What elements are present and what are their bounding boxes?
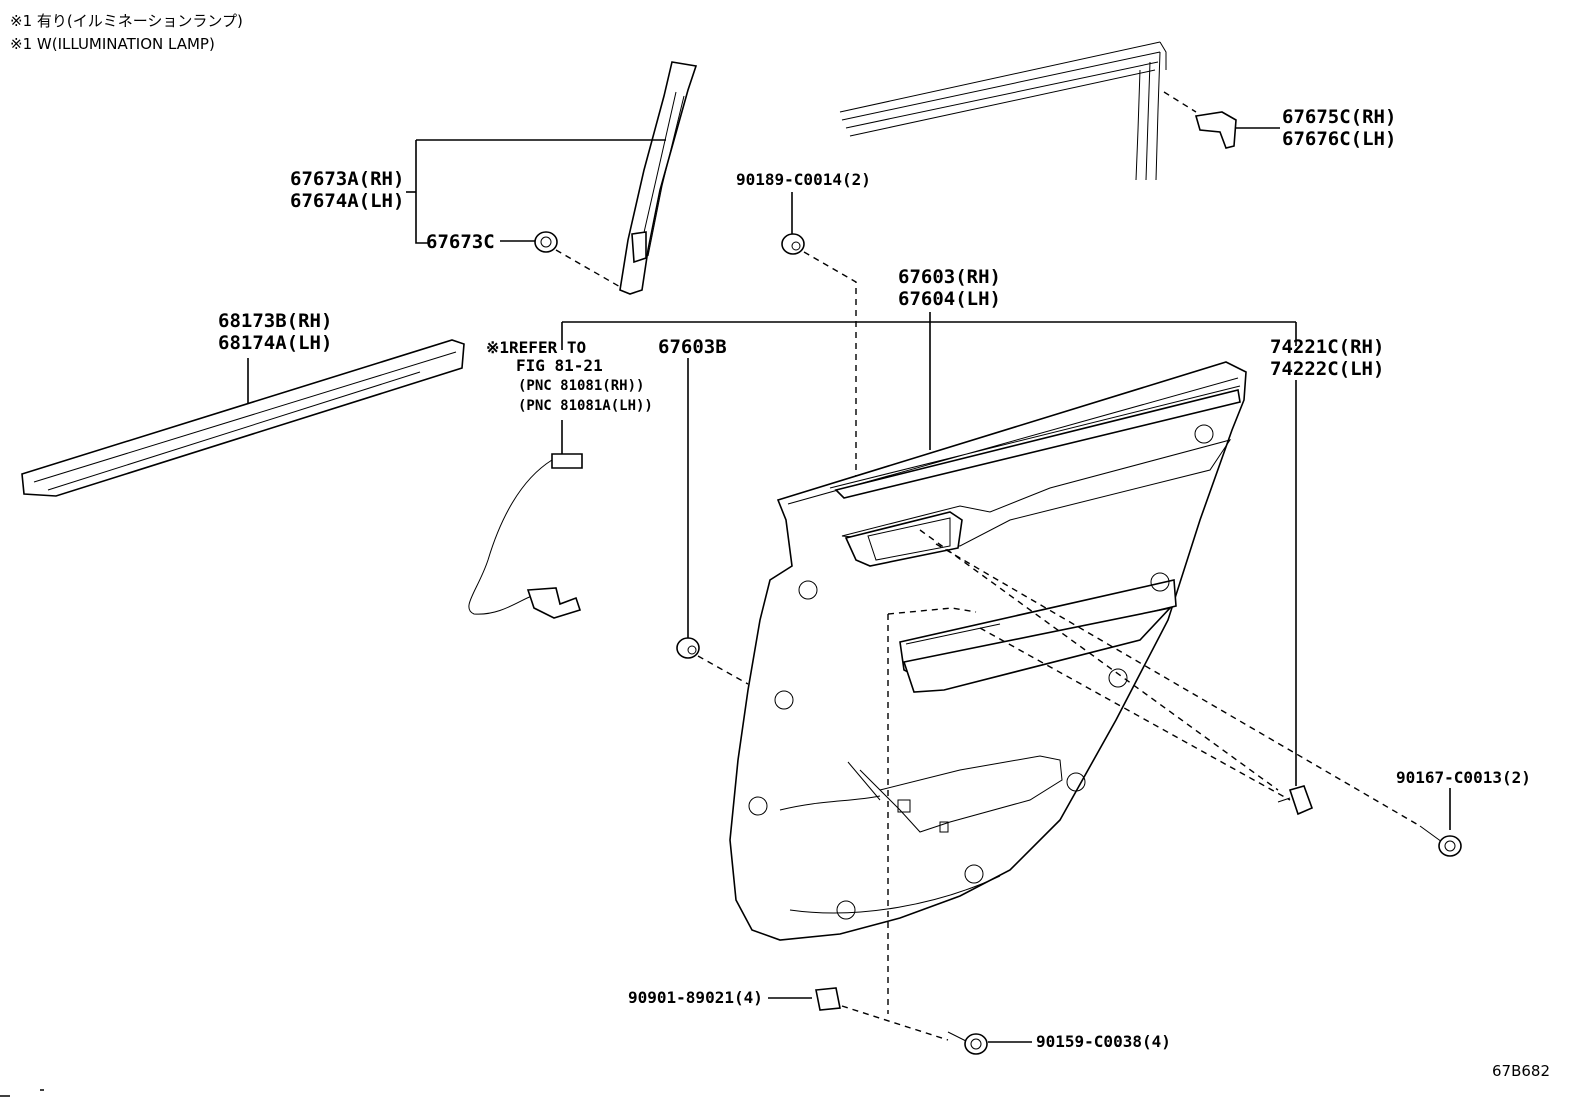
corner-cover-part	[1163, 91, 1280, 149]
screw-90167	[1419, 788, 1462, 857]
refer-to-line-1: ※1REFER TO	[486, 338, 587, 357]
callout-90189: 90189-C0014(2)	[736, 170, 871, 189]
callout-68174a-lh: 68174A(LH)	[218, 332, 333, 354]
callout-67675c-rh: 67675C(RH)	[1282, 106, 1397, 128]
callout-74221c-rh: 74221C(RH)	[1270, 336, 1385, 358]
note-line-2: ※1 W(ILLUMINATION LAMP)	[10, 35, 215, 53]
callout-67603-rh: 67603(RH)	[898, 266, 1001, 288]
callout-67673c: 67673C	[426, 231, 495, 253]
callout-90159: 90159-C0038(4)	[1036, 1032, 1171, 1051]
callout-67603b: 67603B	[658, 336, 727, 358]
clip-90189	[781, 192, 857, 500]
screw-90159	[947, 1031, 1032, 1055]
pillar-garnish-part	[619, 61, 698, 295]
callout-67604-lh: 67604(LH)	[898, 288, 1001, 310]
refer-to-line-4: (PNC 81081A(LH))	[518, 398, 653, 414]
clip-67603b	[676, 637, 749, 685]
illumination-lamp-harness	[468, 420, 583, 619]
door-frame-glass-run	[839, 41, 1167, 181]
callout-67676c-lh: 67676C(LH)	[1282, 128, 1397, 150]
note-line-1: ※1 有り(イルミネーションランプ)	[10, 12, 243, 30]
refer-to-line-2: FIG 81-21	[516, 356, 603, 375]
callout-90901: 90901-89021(4)	[628, 988, 763, 1007]
door-trim-panel	[729, 361, 1247, 941]
cap-74221c	[1277, 785, 1314, 816]
refer-to-line-3: (PNC 81081(RH))	[518, 378, 645, 394]
nut-90901	[768, 987, 949, 1041]
diagram-code: 67B682	[1492, 1062, 1551, 1080]
callout-90167: 90167-C0013(2)	[1396, 768, 1531, 787]
callout-67674a-lh: 67674A(LH)	[290, 190, 405, 212]
callout-67673a-rh: 67673A(RH)	[290, 168, 405, 190]
belt-moulding-part	[21, 339, 465, 497]
clip-67673c	[500, 231, 623, 289]
callout-74222c-lh: 74222C(LH)	[1270, 358, 1385, 380]
callout-68173b-rh: 68173B(RH)	[218, 310, 333, 332]
